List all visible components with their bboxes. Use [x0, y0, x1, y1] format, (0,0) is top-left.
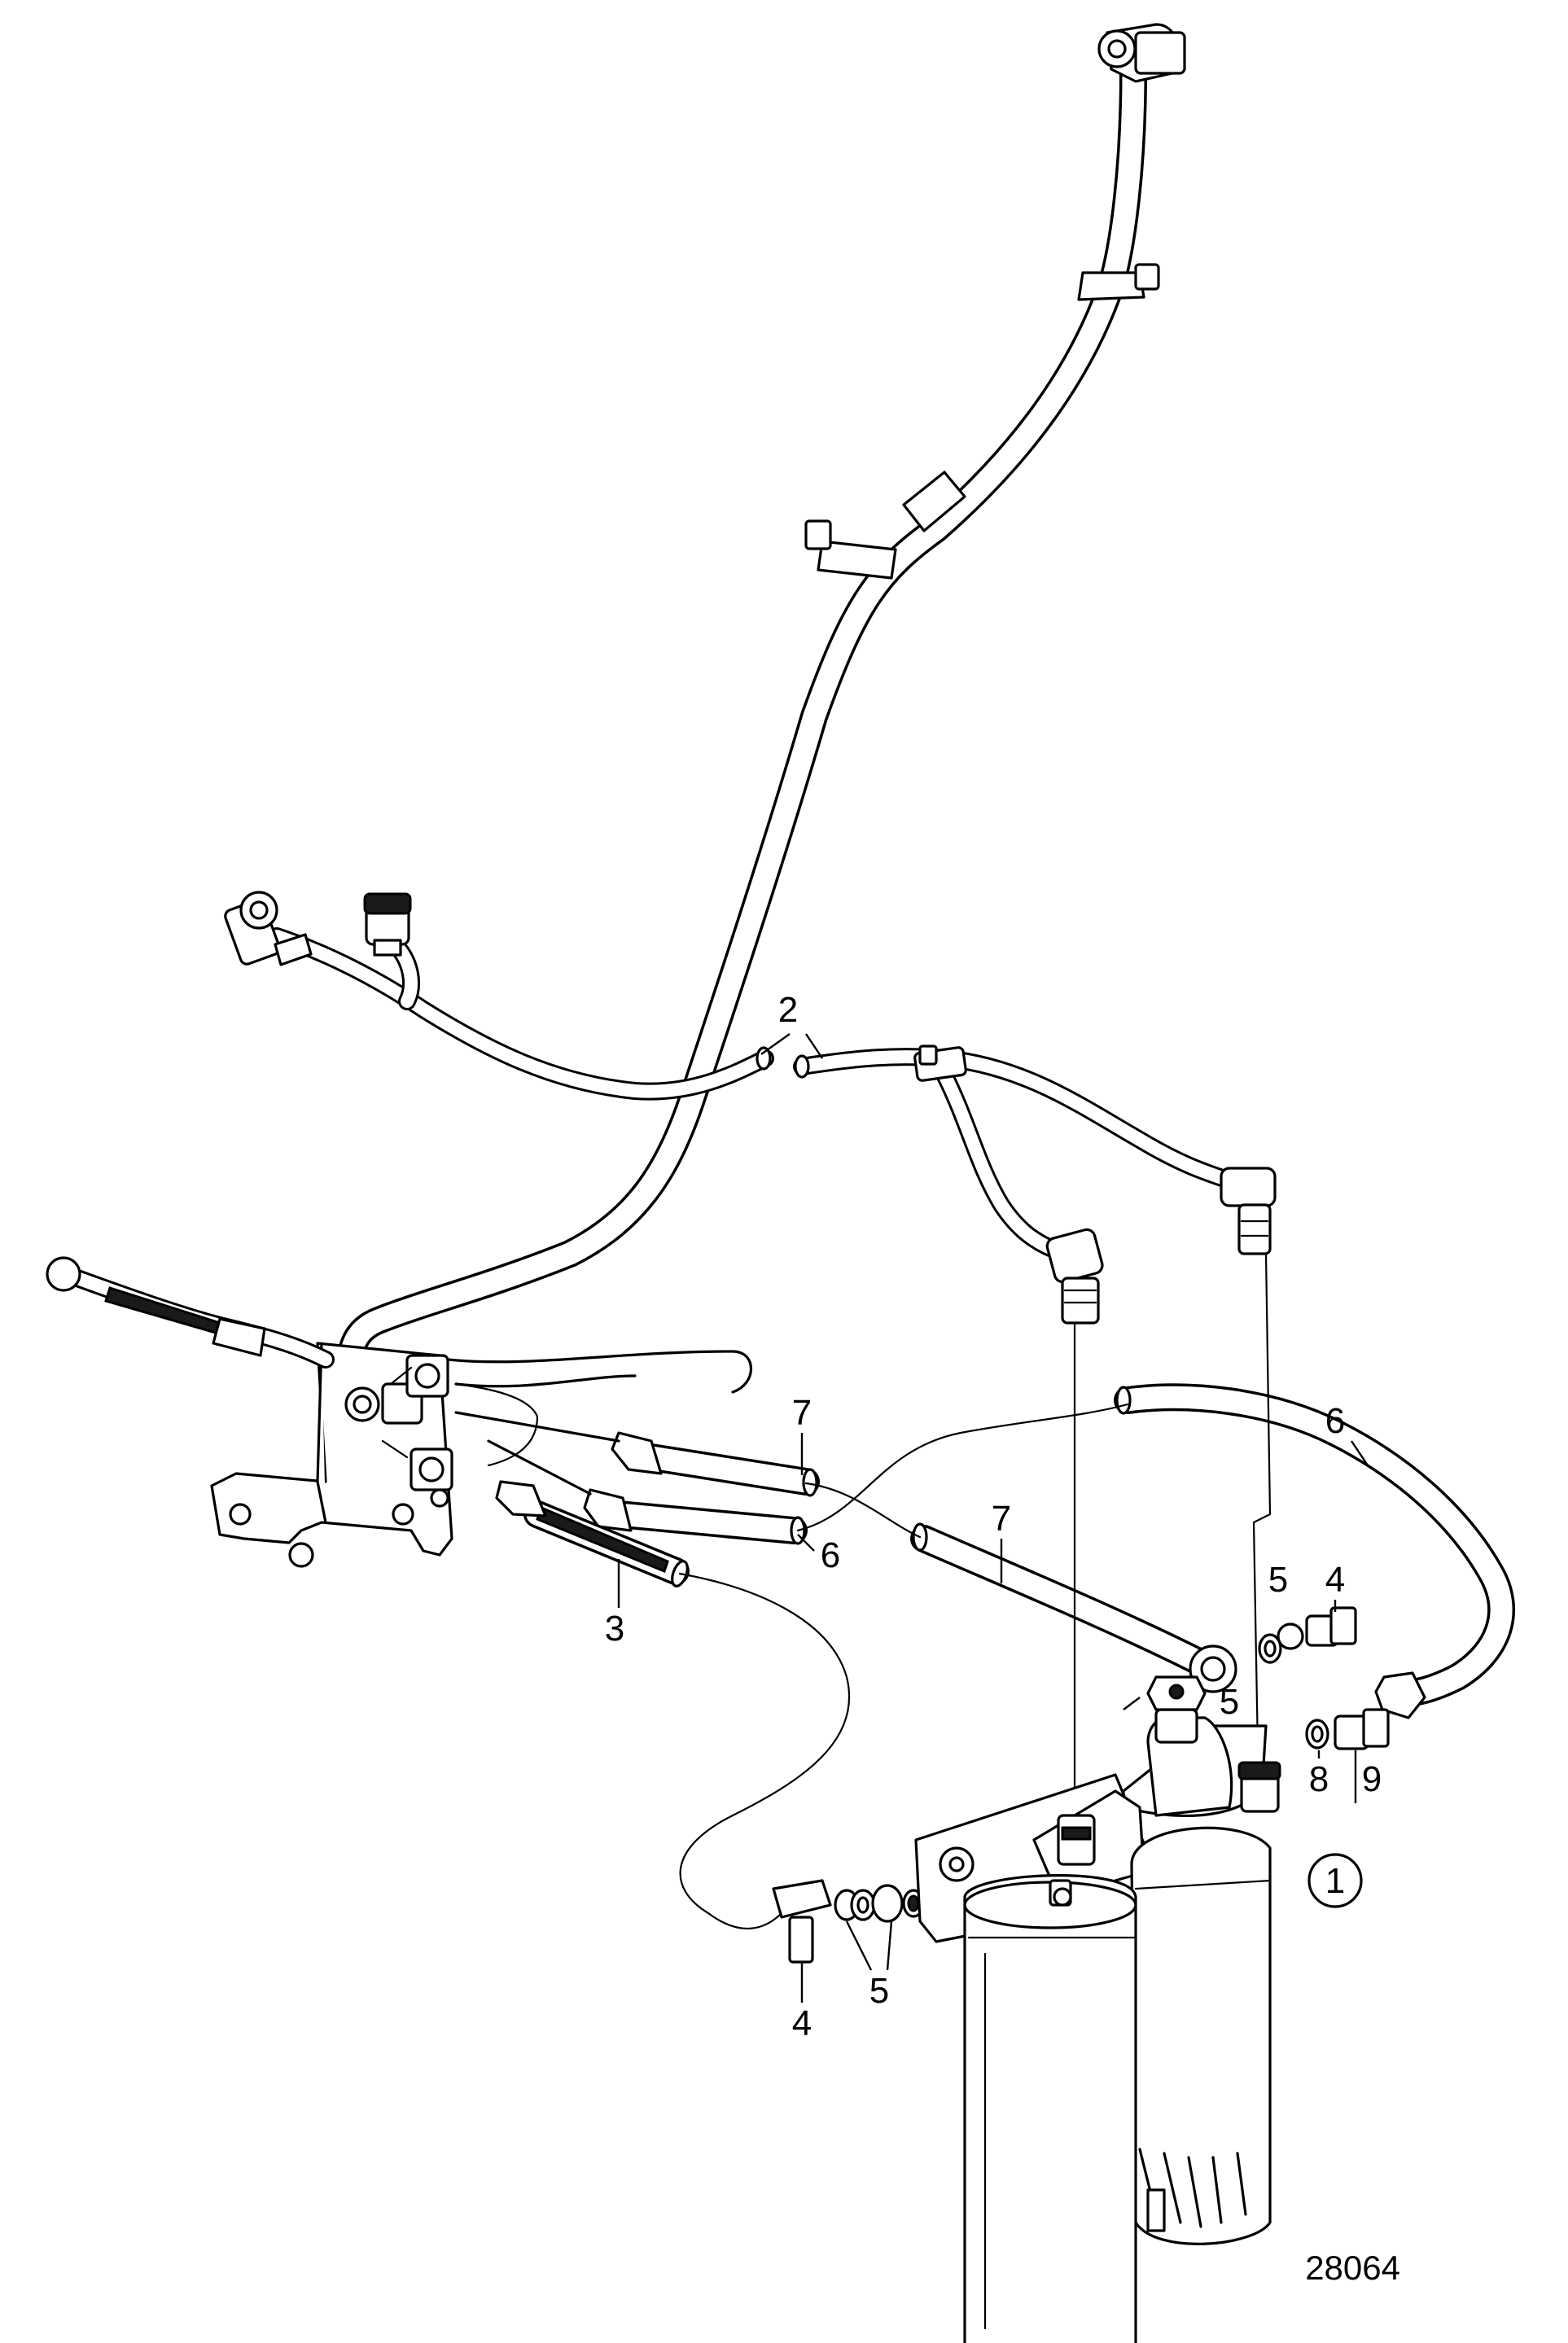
- callout-6-right: 6: [1325, 1401, 1345, 1441]
- bracket-tube-upper: [446, 1350, 752, 1467]
- washer-8: [1305, 1719, 1329, 1750]
- callout-2: 2: [778, 990, 798, 1030]
- t-connector: [913, 1044, 967, 1082]
- callout-5-right: 5: [1268, 1560, 1288, 1600]
- top-banjo-fitting: [1097, 23, 1186, 83]
- fuel-filter-assembly: [914, 1675, 1281, 2343]
- hose-sleeve: [902, 471, 966, 532]
- hose-clamp-upper: [1077, 263, 1160, 301]
- braided-feed-line: [46, 1256, 335, 1369]
- return-hose-main: [336, 59, 1147, 1382]
- callout-5-middle: 5: [1220, 1682, 1239, 1722]
- callout-5-left: 5: [869, 1971, 889, 2011]
- callout-labels: 2 7 6 7 6 3 5 4 5 8 9 4 5: [605, 990, 1382, 2043]
- callout-6-left: 6: [821, 1535, 840, 1575]
- washer-5-right: [1258, 1633, 1282, 1664]
- washers-5-left: [834, 1884, 925, 1923]
- callout-8: 8: [1309, 1759, 1329, 1799]
- hose-6-right: [1114, 1383, 1515, 1719]
- banjo-bolt-4-left: [772, 1879, 832, 1964]
- right-elbow-connector-lower: [1045, 1228, 1104, 1325]
- nipple-9: [1334, 1708, 1390, 1750]
- callout-4-right: 4: [1325, 1560, 1345, 1600]
- callout-7-lower: 7: [992, 1499, 1011, 1539]
- view-marker: 1: [1307, 1853, 1363, 1908]
- bracket-fittings: [344, 1354, 453, 1491]
- callout-3: 3: [605, 1609, 624, 1649]
- hose-6-left: [487, 1439, 808, 1545]
- left-cap-connector: [363, 892, 412, 957]
- routing-lines: [678, 1252, 1272, 1930]
- right-elbow-connector-upper: [1220, 1167, 1277, 1255]
- left-angle-connector: [224, 891, 313, 966]
- view-marker-label: 1: [1325, 1861, 1345, 1901]
- hose-3: [495, 1480, 690, 1588]
- figure-number: 28064: [1305, 2249, 1400, 2287]
- callout-7-upper: 7: [792, 1393, 812, 1433]
- hose-7-lower: [910, 1522, 1237, 1693]
- leader-lines: [617, 1033, 1369, 2003]
- hose-7-upper: [454, 1411, 820, 1497]
- banjo-bolt-4-right: [1277, 1606, 1357, 1650]
- hose-clamp-middle: [804, 519, 897, 580]
- callout-9: 9: [1362, 1759, 1382, 1799]
- hose-2-right: [793, 1048, 1238, 1259]
- callout-4-left: 4: [792, 2004, 812, 2043]
